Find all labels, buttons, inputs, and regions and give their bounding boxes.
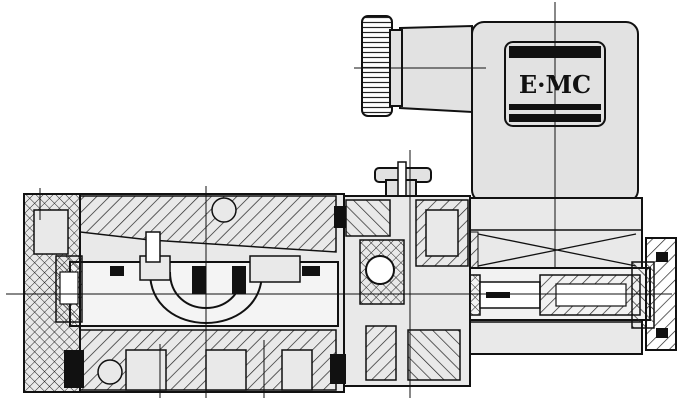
seal-top [334,206,346,228]
pilot-block [339,195,471,387]
center-lines [6,2,672,398]
end-cap-left [23,193,123,393]
cable-gland [361,15,473,117]
seal-right [330,354,346,384]
